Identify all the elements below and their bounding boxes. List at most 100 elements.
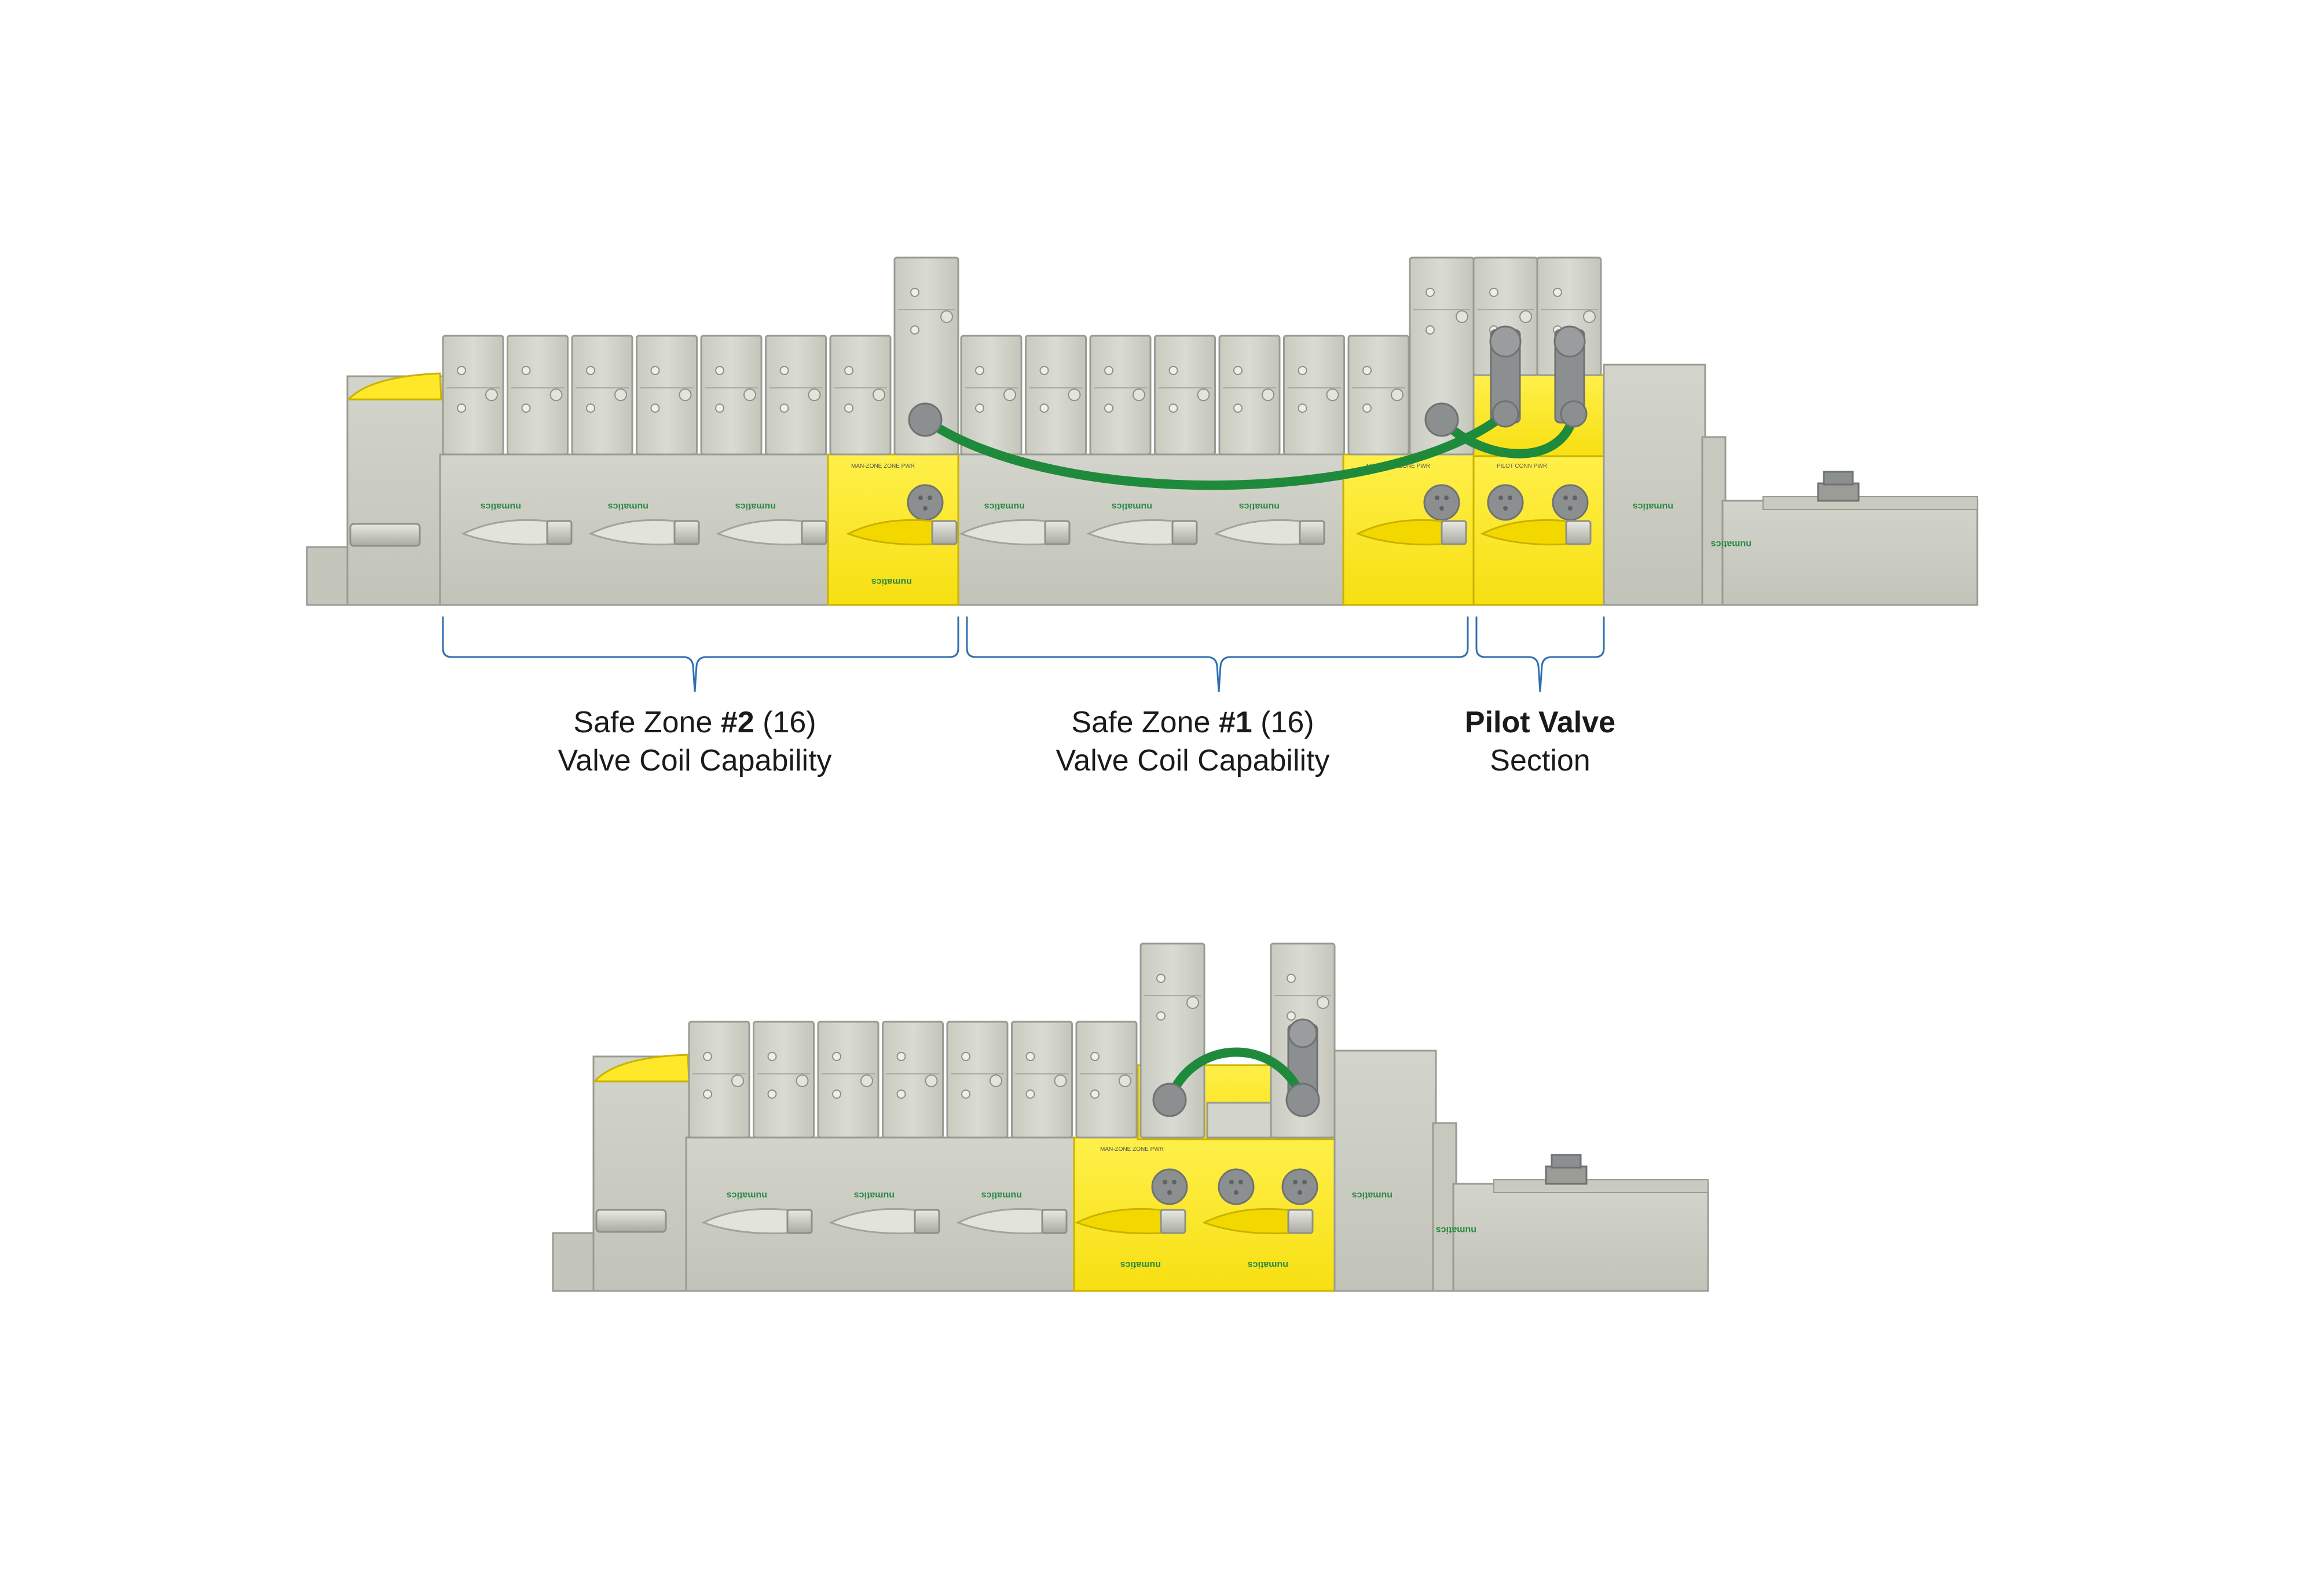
left-end-port	[595, 1209, 667, 1233]
left-yellow-cap	[592, 1054, 690, 1083]
label-text: Safe Zone	[1071, 706, 1219, 739]
brand-mark: numatics	[1112, 501, 1152, 511]
valve-screw	[1553, 288, 1562, 297]
valve-indicator	[925, 1074, 938, 1087]
brand-mark: numatics	[727, 1190, 767, 1200]
valve-solenoid	[442, 335, 504, 456]
brand-mark: numatics	[1120, 1260, 1161, 1270]
io-connector	[1551, 1154, 1582, 1169]
exhaust-port	[1202, 1208, 1314, 1235]
exhaust-port	[829, 1208, 940, 1235]
valve-indicator	[1326, 388, 1339, 401]
valve-screw	[1090, 1089, 1100, 1099]
exhaust-port	[716, 519, 827, 546]
valve-screw	[1168, 366, 1178, 375]
io-connector	[1823, 471, 1854, 486]
valve-solenoid	[753, 1021, 815, 1139]
brand-mark: numatics	[1436, 1225, 1476, 1235]
valve-indicator	[1003, 388, 1016, 401]
valve-screw	[586, 403, 595, 413]
label-count: (16)	[754, 706, 816, 739]
valve-screw	[767, 1089, 777, 1099]
valve-screw	[1039, 366, 1049, 375]
valve-screw	[1362, 366, 1372, 375]
valve-indicator	[1197, 388, 1210, 401]
connector	[1218, 1168, 1255, 1205]
exhaust-port	[959, 519, 1071, 546]
valve-screw	[910, 325, 919, 335]
valve-screw	[832, 1089, 841, 1099]
valve-indicator	[1456, 310, 1468, 323]
brand-mark: numatics	[735, 501, 776, 511]
label-pilot-valve: Pilot Valve Section	[1424, 703, 1656, 780]
valve-screw	[1156, 1011, 1166, 1021]
io-connector-base	[1817, 482, 1860, 502]
valve-solenoid	[960, 335, 1023, 456]
valve-screw	[961, 1052, 970, 1061]
io-connector-base	[1545, 1165, 1588, 1185]
bottom-module-connectors	[1151, 1168, 1318, 1205]
brand-mark: numatics	[981, 1190, 1022, 1200]
valve-solenoid	[817, 1021, 880, 1139]
label-safe-zone-2: Safe Zone #2 (16) Valve Coil Capability	[498, 703, 892, 780]
left-end-plate	[346, 375, 444, 606]
connector	[1281, 1168, 1318, 1205]
valve-screw	[910, 288, 919, 297]
valve-indicator	[1186, 996, 1199, 1009]
pilot-valve-risers	[1287, 325, 1586, 1101]
valve-screw	[521, 366, 531, 375]
right-end-block	[1333, 1050, 1437, 1292]
valve-screw	[1425, 288, 1435, 297]
exhaust-port	[1214, 519, 1325, 546]
valve-screw	[1168, 403, 1178, 413]
zone-number: #2	[720, 706, 754, 739]
pilot-module-text: PILOT CONN PWR	[1497, 463, 1547, 469]
valve-solenoid	[765, 335, 827, 456]
zone2-module-text: MAN-ZONE ZONE PWR	[851, 463, 915, 469]
valve-solenoid	[700, 335, 763, 456]
valve-screw	[715, 366, 724, 375]
valve-solenoid	[893, 256, 959, 456]
exhaust-port	[1480, 519, 1592, 546]
valve-screw	[1090, 1052, 1100, 1061]
valve-indicator	[731, 1074, 744, 1087]
valve-indicator	[796, 1074, 809, 1087]
brand-mark: numatics	[1239, 501, 1280, 511]
valve-indicator	[1519, 310, 1532, 323]
valve-screw	[1425, 325, 1435, 335]
brand-mark: numatics	[871, 577, 912, 586]
bracket-zone2	[442, 617, 959, 692]
valve-screw	[703, 1052, 712, 1061]
valve-indicator	[1583, 310, 1596, 323]
exhaust-port	[461, 519, 573, 546]
left-end-plate	[592, 1055, 690, 1292]
valve-indicator	[1262, 388, 1274, 401]
valve-screw	[1489, 288, 1498, 297]
valve-screw	[1025, 1052, 1035, 1061]
valve-screw	[1233, 403, 1243, 413]
valve-screw	[832, 1052, 841, 1061]
brand-mark: numatics	[1352, 1190, 1392, 1200]
zone-brackets	[442, 617, 1605, 692]
left-end-base	[552, 1232, 598, 1292]
connector	[1487, 484, 1524, 521]
exhaust-port	[956, 1208, 1068, 1235]
bracket-pilot	[1475, 617, 1605, 692]
valve-screw	[457, 366, 466, 375]
brand-mark: numatics	[1248, 1260, 1288, 1270]
exhaust-port	[701, 1208, 813, 1235]
exhaust-port	[1075, 1208, 1186, 1235]
valve-indicator	[808, 388, 821, 401]
valve-indicator	[940, 310, 953, 323]
valve-indicator	[1119, 1074, 1131, 1087]
cable-zone1-to-pilot	[1437, 409, 1578, 458]
top-module-connectors	[907, 484, 1589, 521]
io-module	[1721, 500, 1978, 606]
label-safe-zone-1: Safe Zone #1 (16) Valve Coil Capability	[996, 703, 1390, 780]
valve-solenoid	[636, 335, 698, 456]
valve-screw	[767, 1052, 777, 1061]
valve-screw	[844, 366, 853, 375]
brand-mark: numatics	[1633, 501, 1673, 511]
valve-screw	[586, 366, 595, 375]
